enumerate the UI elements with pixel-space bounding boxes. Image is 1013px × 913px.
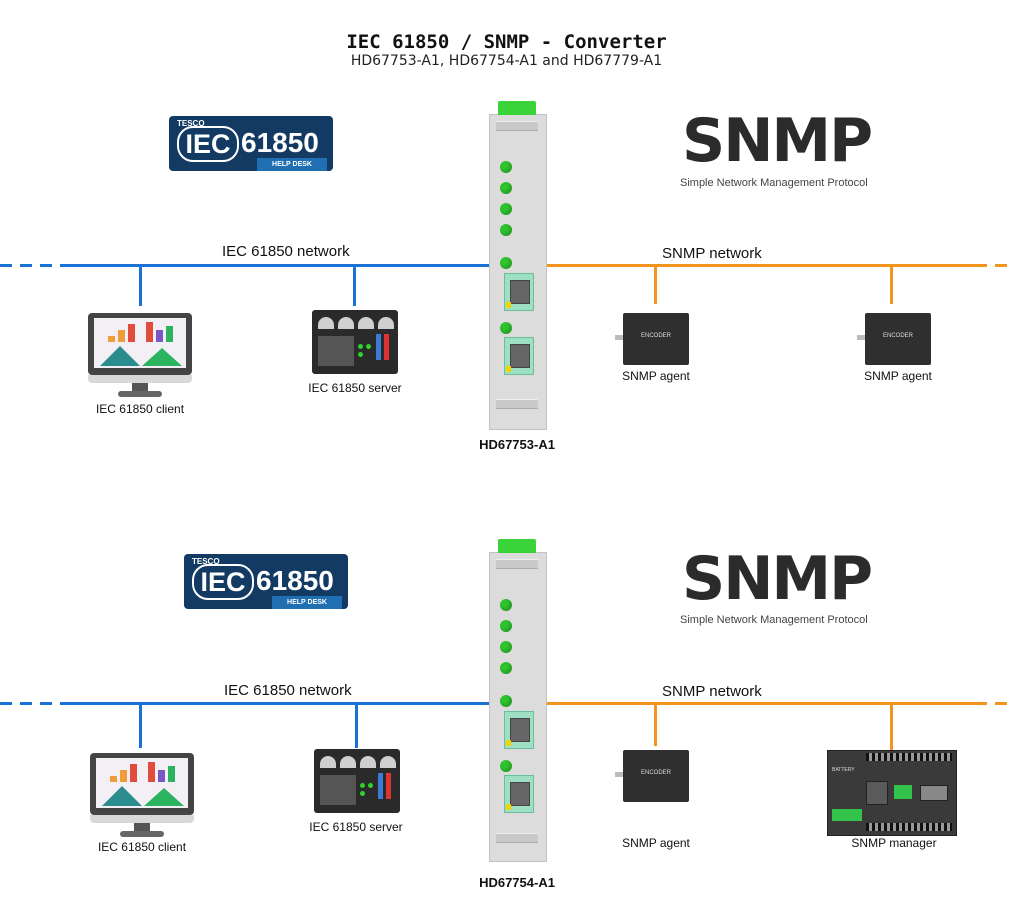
converter-label: HD67753-A1	[479, 437, 555, 452]
logo-brand: TESCO	[177, 119, 205, 128]
server-label: IEC 61850 server	[308, 381, 402, 395]
server-connector	[355, 702, 358, 748]
iec-network-line-dashed	[0, 264, 60, 267]
iec-client-computer	[88, 313, 192, 399]
logo-number: 61850	[256, 565, 334, 596]
snmp-agent-encoder: ENCODER	[615, 750, 689, 802]
page-subtitle: HD67753-A1, HD67754-A1 and HD67779-A1	[350, 53, 663, 69]
agent-connector	[654, 264, 657, 304]
client-connector	[139, 264, 142, 306]
agent-connector	[890, 264, 893, 304]
agent-label: SNMP agent	[622, 836, 690, 850]
logo-tagline: HELP DESK	[257, 158, 327, 171]
diagram-panel-2: TESCO IEC 61850 HELP DESK SNMP Simple Ne…	[0, 438, 1013, 890]
iec-61850-logo: TESCO IEC 61850 HELP DESK	[184, 554, 348, 609]
snmp-agent-encoder: ENCODER	[857, 313, 931, 365]
snmp-logo: SNMP	[682, 544, 873, 614]
snmp-network-line-dashed	[975, 264, 1013, 267]
server-label: IEC 61850 server	[309, 820, 403, 834]
manager-label: SNMP manager	[851, 836, 937, 850]
iec-network-label: IEC 61850 network	[224, 682, 352, 699]
client-connector	[139, 702, 142, 748]
server-connector	[353, 264, 356, 306]
converter-label: HD67754-A1	[479, 875, 555, 890]
agent-connector	[654, 702, 657, 746]
encoder-text: ENCODER	[882, 333, 913, 339]
snmp-network-line	[545, 264, 975, 267]
iec-network-line-dashed	[0, 702, 60, 705]
client-label: IEC 61850 client	[95, 402, 185, 416]
snmp-network-label: SNMP network	[662, 683, 762, 700]
diagram-panel-1: TESCO IEC 61850 HELP DESK SNMP Simple Ne…	[0, 0, 1013, 452]
snmp-logo-tagline: Simple Network Management Protocol	[680, 614, 868, 626]
logo-brand: TESCO	[192, 557, 220, 566]
logo-mark: IEC	[177, 126, 239, 162]
snmp-network-line-dashed	[975, 702, 1013, 705]
manager-connector	[890, 702, 893, 750]
logo-mark: IEC	[192, 564, 254, 600]
snmp-logo-tagline: Simple Network Management Protocol	[680, 177, 868, 189]
snmp-network-line	[545, 702, 975, 705]
plc-tag: BATTERY	[832, 767, 855, 773]
snmp-manager-plc: BATTERY	[827, 750, 957, 836]
encoder-text: ENCODER	[640, 770, 671, 776]
encoder-text: ENCODER	[640, 333, 671, 339]
agent-label: SNMP agent	[622, 369, 690, 383]
agent-label: SNMP agent	[864, 369, 932, 383]
iec-network-line	[60, 702, 490, 705]
iec-server-device	[312, 310, 398, 374]
page-title: IEC 61850 / SNMP - Converter	[346, 31, 667, 53]
snmp-logo: SNMP	[682, 106, 873, 176]
logo-tagline: HELP DESK	[272, 596, 342, 609]
iec-61850-logo: TESCO IEC 61850 HELP DESK	[169, 116, 333, 171]
iec-network-label: IEC 61850 network	[222, 243, 350, 260]
converter-device	[489, 539, 547, 862]
client-label: IEC 61850 client	[97, 840, 187, 854]
logo-number: 61850	[241, 127, 319, 158]
iec-server-device	[314, 749, 400, 813]
converter-device	[489, 101, 547, 430]
iec-client-computer	[90, 753, 194, 839]
iec-network-line	[60, 264, 490, 267]
snmp-network-label: SNMP network	[662, 245, 762, 262]
snmp-agent-encoder: ENCODER	[615, 313, 689, 365]
